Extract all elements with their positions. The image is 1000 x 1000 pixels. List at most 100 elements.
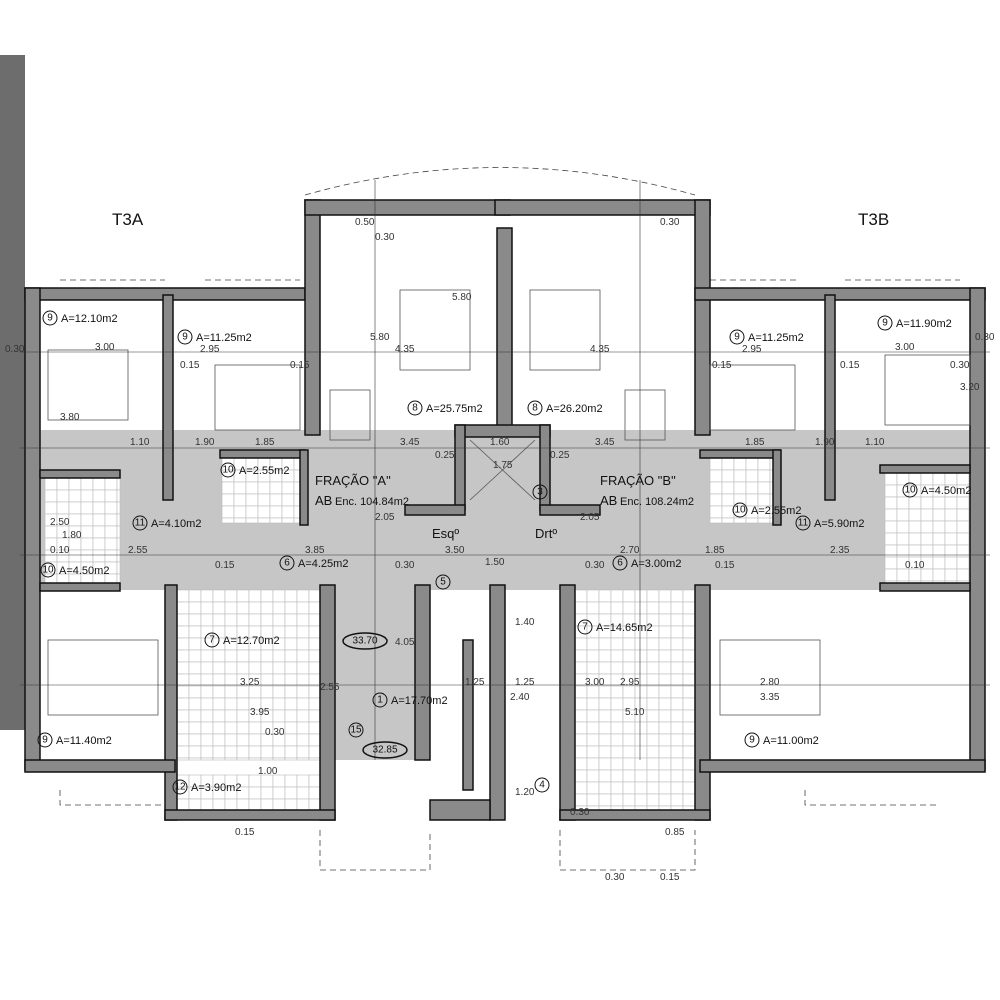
- floor-tile: [188, 721, 202, 735]
- floor-tile: [176, 601, 190, 615]
- floor-tile: [92, 525, 106, 539]
- floor-tile: [296, 637, 310, 651]
- floor-tile: [224, 649, 238, 663]
- floor-tile: [658, 673, 672, 687]
- room-area: A=11.25m2: [748, 332, 804, 344]
- floor-tile: [956, 472, 970, 486]
- room-number-circle: [435, 574, 451, 590]
- room-number-circle: [407, 400, 423, 416]
- floor-tile: [284, 601, 298, 615]
- floor-tile: [236, 613, 250, 627]
- floor-tile: [200, 685, 214, 699]
- floor-tile: [116, 477, 121, 491]
- floor-tile: [682, 793, 696, 807]
- floor-tile: [622, 781, 636, 795]
- floor-tile: [658, 769, 672, 783]
- floor-tile: [272, 649, 286, 663]
- room-number-circle: [40, 562, 56, 578]
- dimension-label: 1.40: [515, 617, 535, 628]
- floor-tile: [281, 481, 295, 495]
- floor-tile: [682, 613, 696, 627]
- room-area: A=4.25m2: [298, 558, 348, 570]
- floor-tile: [293, 493, 301, 507]
- floor-tile: [284, 745, 298, 759]
- floor-tile: [709, 517, 723, 524]
- floor-tile: [884, 568, 898, 582]
- floor-tile: [908, 532, 922, 546]
- floor-tile: [646, 757, 660, 771]
- floor-tile: [956, 508, 970, 522]
- floor-tile: [682, 625, 696, 639]
- floor-tile: [296, 673, 310, 687]
- floor-tile: [176, 798, 190, 811]
- floor-tile: [248, 613, 262, 627]
- floor-tile: [586, 781, 600, 795]
- floor-tile: [272, 745, 286, 759]
- floor-tile: [248, 601, 262, 615]
- room-number-circle: [132, 515, 148, 531]
- floor-tile: [296, 709, 310, 723]
- floor-tile: [932, 568, 946, 582]
- eave-outlines: [59, 167, 960, 871]
- room-number-circle: [577, 619, 593, 635]
- floor-tile: [610, 733, 624, 747]
- dimension-label: 0.30: [605, 872, 625, 883]
- floor-tile: [284, 774, 298, 788]
- dimension-label: 5.80: [370, 332, 390, 343]
- dimension-label: 1.90: [815, 437, 835, 448]
- dimension-label: 3.00: [95, 342, 115, 353]
- floor-tile: [721, 517, 735, 524]
- floor-tile: [176, 637, 190, 651]
- dimension-label: 0.30: [950, 360, 970, 371]
- floor-tile: [284, 709, 298, 723]
- floor-tile: [257, 481, 271, 495]
- floor-tile: [284, 721, 298, 735]
- dimension-label: 0.85: [665, 827, 685, 838]
- room-area: A=11.90m2: [896, 318, 952, 330]
- floor-tile: [574, 757, 588, 771]
- floor-tile: [68, 549, 82, 563]
- floor-tile: [574, 697, 588, 711]
- floor-tile: [634, 745, 648, 759]
- floor-tile: [272, 798, 286, 811]
- room-number-circle: [279, 555, 295, 571]
- room-number-circle: [204, 632, 220, 648]
- dimension-label: 2.50: [50, 517, 70, 528]
- floor-tile: [248, 589, 262, 603]
- floor-tile: [284, 786, 298, 800]
- floor-tile: [586, 721, 600, 735]
- dimension-label: 1.85: [705, 545, 725, 556]
- floor-tile: [269, 493, 283, 507]
- floor-tile: [956, 496, 970, 510]
- floor-tile: [598, 745, 612, 759]
- floor-tile: [658, 793, 672, 807]
- floor-tile: [116, 489, 121, 503]
- dimension-label: 2.95: [620, 677, 640, 688]
- dimension-label: 3.50: [445, 545, 465, 556]
- room-number: 11: [135, 518, 146, 529]
- floor-tile: [598, 661, 612, 675]
- floor-tile: [956, 520, 970, 534]
- room-number: 12: [174, 782, 186, 793]
- floor-tile: [574, 769, 588, 783]
- floor-tile: [586, 601, 600, 615]
- floor-tile: [248, 733, 262, 747]
- floor-tile: [212, 733, 226, 747]
- floor-tile: [116, 573, 121, 584]
- floor-tile: [176, 745, 190, 759]
- floor-tile: [272, 786, 286, 800]
- floor-tile: [896, 496, 910, 510]
- floor-tile: [188, 697, 202, 711]
- floor-tile: [245, 505, 259, 519]
- room-number: 3: [537, 487, 543, 498]
- dimension-label: 1.50: [485, 557, 505, 568]
- floor-tile: [236, 798, 250, 811]
- floor-tile: [176, 673, 190, 687]
- floor-tile: [212, 601, 226, 615]
- floor-tile: [586, 793, 600, 807]
- floor-tile: [281, 517, 295, 524]
